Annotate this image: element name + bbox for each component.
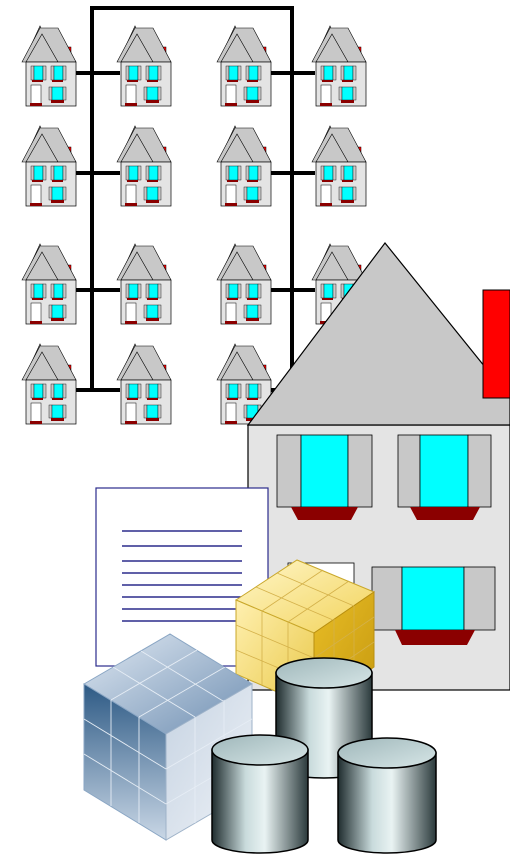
small-house-icon <box>117 26 171 106</box>
small-house-icon <box>117 126 171 206</box>
small-house-icon <box>217 244 271 324</box>
small-house-icon <box>22 126 76 206</box>
network-lines <box>60 8 315 395</box>
small-house-icon <box>217 126 271 206</box>
small-house-icon <box>312 26 366 106</box>
small-house-icon <box>22 344 76 424</box>
database-cylinder-icon <box>212 735 308 853</box>
small-house-icon <box>117 244 171 324</box>
small-house-icon <box>217 26 271 106</box>
small-house-icon <box>312 126 366 206</box>
small-house-icon <box>117 344 171 424</box>
small-house-icon <box>22 26 76 106</box>
small-house-icon <box>22 244 76 324</box>
database-cylinder-icon <box>338 738 436 853</box>
